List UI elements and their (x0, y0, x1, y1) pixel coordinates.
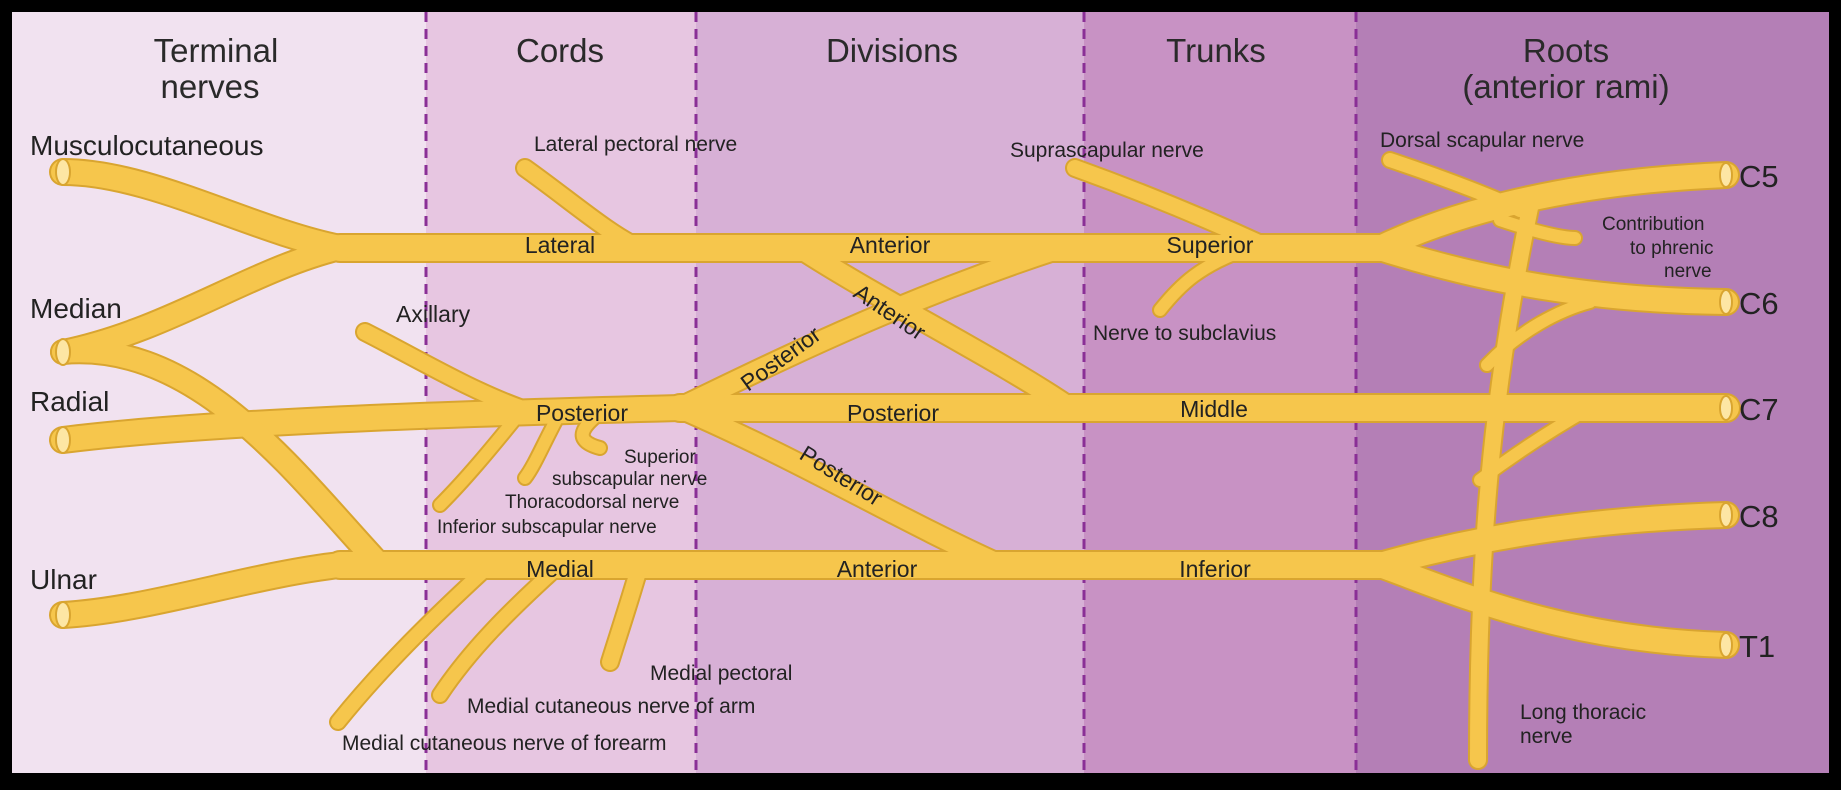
ulnar-nerve (51, 553, 352, 627)
label-suprascapular-nerve: Suprascapular nerve (1010, 139, 1204, 162)
dorsal-scapular-branch (1383, 153, 1527, 217)
cap-radial (55, 426, 71, 454)
label-medial-cutaneous-arm: Medial cutaneous nerve of arm (467, 695, 755, 718)
header-roots-line2: (anterior rami) (1462, 68, 1669, 105)
long-thoracic-nerve (1470, 200, 1538, 768)
nerve-end-caps (55, 158, 1733, 658)
header-terminal-line2: nerves (160, 68, 259, 105)
label-division-anterior-bottom: Anterior (837, 556, 918, 582)
header-trunks: Trunks (1166, 32, 1266, 69)
label-lateral-pectoral-nerve: Lateral pectoral nerve (534, 133, 737, 156)
band-divisions (696, 12, 1084, 773)
label-phrenic-2: to phrenic (1630, 238, 1713, 259)
label-radial: Radial (30, 386, 109, 417)
label-phrenic-1: Contribution (1602, 214, 1704, 235)
root-t1 (1368, 553, 1738, 657)
inferior-subscapular-branch (434, 407, 526, 511)
label-trunk-superior: Superior (1167, 232, 1254, 258)
nerve-to-subclavius-branch (1154, 242, 1256, 316)
label-nerve-to-subclavius: Nerve to subclavius (1093, 322, 1276, 345)
thoracodorsal-branch (519, 407, 566, 484)
label-root-c6: C6 (1739, 286, 1779, 321)
label-trunk-middle: Middle (1180, 396, 1248, 422)
band-trunks (1084, 12, 1356, 773)
label-long-thoracic-1: Long thoracic (1520, 701, 1646, 724)
header-divisions: Divisions (826, 32, 958, 69)
label-median: Median (30, 293, 122, 324)
suprascapular-branch (1067, 160, 1278, 256)
label-axillary: Axillary (396, 301, 471, 327)
label-dorsal-scapular-nerve: Dorsal scapular nerve (1380, 129, 1584, 152)
medial-cutaneous-arm-branch (433, 558, 567, 702)
label-division-anterior-top: Anterior (850, 232, 931, 258)
medial-cutaneous-forearm-branch (331, 558, 497, 729)
medial-pectoral-branch (602, 557, 648, 670)
label-ulnar: Ulnar (30, 564, 97, 595)
radial-nerve (51, 396, 692, 452)
root-c8 (1368, 503, 1738, 577)
label-thoracodorsal-nerve: Thoracodorsal nerve (505, 492, 679, 513)
axillary-nerve (357, 324, 528, 416)
phrenic-contribution (1494, 214, 1581, 244)
cap-t1 (1719, 632, 1733, 658)
label-cord-posterior: Posterior (536, 400, 628, 426)
header-roots-line1: Roots (1523, 32, 1609, 69)
long-thoracic-c7-branch (1474, 402, 1596, 486)
lateral-pectoral-branch (517, 160, 648, 256)
label-superior-subscapular-2: subscapular nerve (552, 469, 707, 490)
cap-c7 (1719, 395, 1733, 421)
cap-musculocutaneous (55, 158, 71, 186)
label-superior-subscapular-1: Superior (624, 447, 696, 468)
label-division-posterior-mid: Posterior (847, 400, 939, 426)
label-cord-lateral: Lateral (525, 232, 595, 258)
label-cord-medial: Medial (526, 556, 594, 582)
label-root-c7: C7 (1739, 392, 1779, 427)
label-medial-cutaneous-forearm: Medial cutaneous nerve of forearm (342, 732, 667, 755)
label-phrenic-3: nerve (1664, 261, 1712, 282)
label-root-c5: C5 (1739, 159, 1779, 194)
cap-ulnar (55, 601, 71, 629)
cap-c8 (1719, 502, 1733, 528)
band-roots (1356, 12, 1829, 773)
long-thoracic-c6-branch (1481, 296, 1596, 371)
posterior-div-from-inferior (670, 398, 1010, 575)
label-trunk-inferior: Inferior (1179, 556, 1251, 582)
musculocutaneous-nerve (51, 160, 352, 260)
header-terminal-line1: Terminal (154, 32, 279, 69)
label-root-t1: T1 (1739, 629, 1775, 664)
header-cords: Cords (516, 32, 604, 69)
medial-to-median (52, 340, 391, 576)
nerve-network (49, 151, 1741, 770)
lateral-to-median (52, 237, 351, 363)
cap-median (55, 338, 71, 366)
label-inferior-subscapular-nerve: Inferior subscapular nerve (437, 517, 657, 538)
cap-c5 (1719, 162, 1733, 188)
posterior-div-from-superior (670, 238, 1070, 418)
label-medial-pectoral: Medial pectoral (650, 662, 792, 685)
anterior-div-to-medial (790, 238, 1080, 418)
label-long-thoracic-2: nerve (1520, 725, 1573, 748)
label-musculocutaneous: Musculocutaneous (30, 130, 263, 161)
superior-subscapular-branch (576, 407, 606, 454)
label-root-c8: C8 (1739, 499, 1779, 534)
cap-c6 (1719, 289, 1733, 315)
